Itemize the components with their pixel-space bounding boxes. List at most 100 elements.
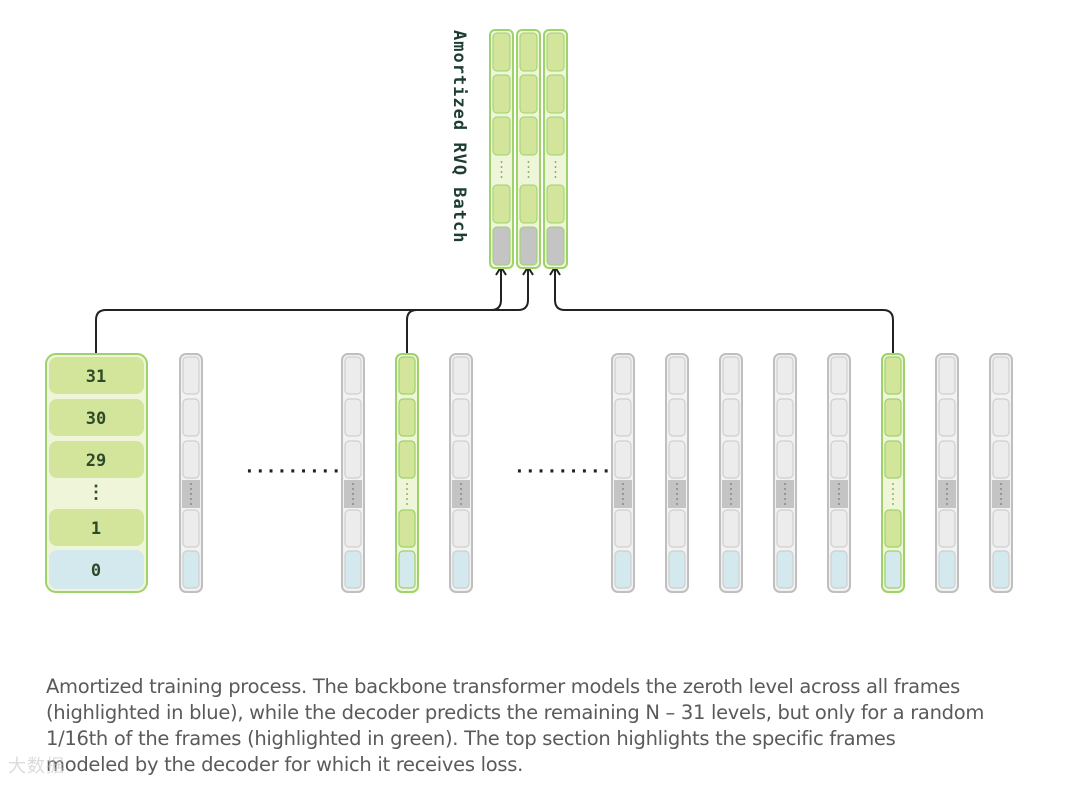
level-cell [398, 509, 416, 548]
level-cell [992, 356, 1010, 395]
connector-lines [95, 265, 894, 354]
level-0-cell [938, 550, 956, 589]
level-cell [182, 440, 200, 479]
level-cell [938, 509, 956, 548]
level-cell [992, 398, 1010, 437]
frame-column-first [45, 353, 148, 593]
amortized-rvq-batch [489, 29, 568, 269]
level-cell [776, 356, 794, 395]
level-cell [614, 509, 632, 548]
level-0-cell [49, 550, 144, 589]
level-cell [452, 398, 470, 437]
level-cell [49, 509, 144, 546]
frame-column [611, 353, 635, 593]
level-cell [49, 399, 144, 436]
level-cell [49, 357, 144, 394]
level-cell [344, 398, 362, 437]
connector-middle [406, 268, 529, 354]
level-0-cell [344, 550, 362, 589]
level-cell [992, 509, 1010, 548]
level-0-cell [398, 550, 416, 589]
batch-level-cell [492, 74, 511, 114]
level-cell [830, 440, 848, 479]
batch-level-cell [519, 116, 538, 156]
level-cell [722, 440, 740, 479]
frame-column [773, 353, 797, 593]
level-0-cell [992, 550, 1010, 589]
level-cell [776, 398, 794, 437]
level-cell [614, 440, 632, 479]
level-label: 31 [86, 367, 106, 387]
level-cell [182, 398, 200, 437]
level-label: 29 [86, 451, 106, 471]
level-cell [830, 509, 848, 548]
batch-level-0-cell [519, 226, 538, 266]
figure-caption: Amortized training process. The backbone… [46, 674, 1036, 778]
level-cell [884, 356, 902, 395]
level-cell [344, 440, 362, 479]
level-cell [398, 356, 416, 395]
level-cell [398, 440, 416, 479]
level-cell [344, 509, 362, 548]
level-cell [884, 440, 902, 479]
level-cell [668, 356, 686, 395]
level-label: 1 [91, 519, 101, 539]
level-0-cell [884, 550, 902, 589]
level-cell [938, 398, 956, 437]
level-cell [722, 509, 740, 548]
level-cell [452, 440, 470, 479]
connector-last [554, 268, 894, 354]
frame-column [341, 353, 365, 593]
level-cell [776, 509, 794, 548]
level-cell [398, 398, 416, 437]
level-cell [938, 356, 956, 395]
level-cell [614, 398, 632, 437]
level-label: ⋮ [87, 482, 105, 503]
level-cell [884, 509, 902, 548]
batch-column [489, 29, 514, 269]
batch-level-cell [492, 32, 511, 72]
frame-column [449, 353, 473, 593]
batch-level-cell [546, 32, 565, 72]
level-cell [182, 509, 200, 548]
level-cell [884, 398, 902, 437]
batch-level-cell [519, 74, 538, 114]
frame-column [719, 353, 743, 593]
batch-level-cell [492, 184, 511, 224]
frame-columns [45, 353, 1013, 593]
level-label: 0 [91, 561, 101, 581]
level-cell [452, 509, 470, 548]
level-cell [49, 441, 144, 478]
level-0-cell [452, 550, 470, 589]
level-cell [344, 356, 362, 395]
level-cell [452, 356, 470, 395]
batch-level-cell [519, 184, 538, 224]
level-0-cell [668, 550, 686, 589]
level-cell [830, 398, 848, 437]
frame-column [935, 353, 959, 593]
watermark: 大数据 [8, 756, 65, 777]
frame-column [179, 353, 203, 593]
caption-line: modeled by the decoder for which it rece… [46, 753, 523, 776]
frame-column [665, 353, 689, 593]
batch-level-cell [546, 116, 565, 156]
level-cell [614, 356, 632, 395]
frame-column-selected [395, 353, 419, 593]
batch-level-cell [546, 74, 565, 114]
connector-first [95, 268, 502, 354]
frame-column [989, 353, 1013, 593]
caption-line: 1/16th of the frames (highlighted in gre… [46, 727, 896, 750]
level-0-cell [614, 550, 632, 589]
batch-level-0-cell [492, 226, 511, 266]
frame-column [827, 353, 851, 593]
level-cell [992, 440, 1010, 479]
level-0-cell [722, 550, 740, 589]
level-cell [182, 356, 200, 395]
frame-column-selected [881, 353, 905, 593]
level-cell [830, 356, 848, 395]
level-cell [722, 398, 740, 437]
batch-level-cell [519, 32, 538, 72]
level-cell [722, 356, 740, 395]
